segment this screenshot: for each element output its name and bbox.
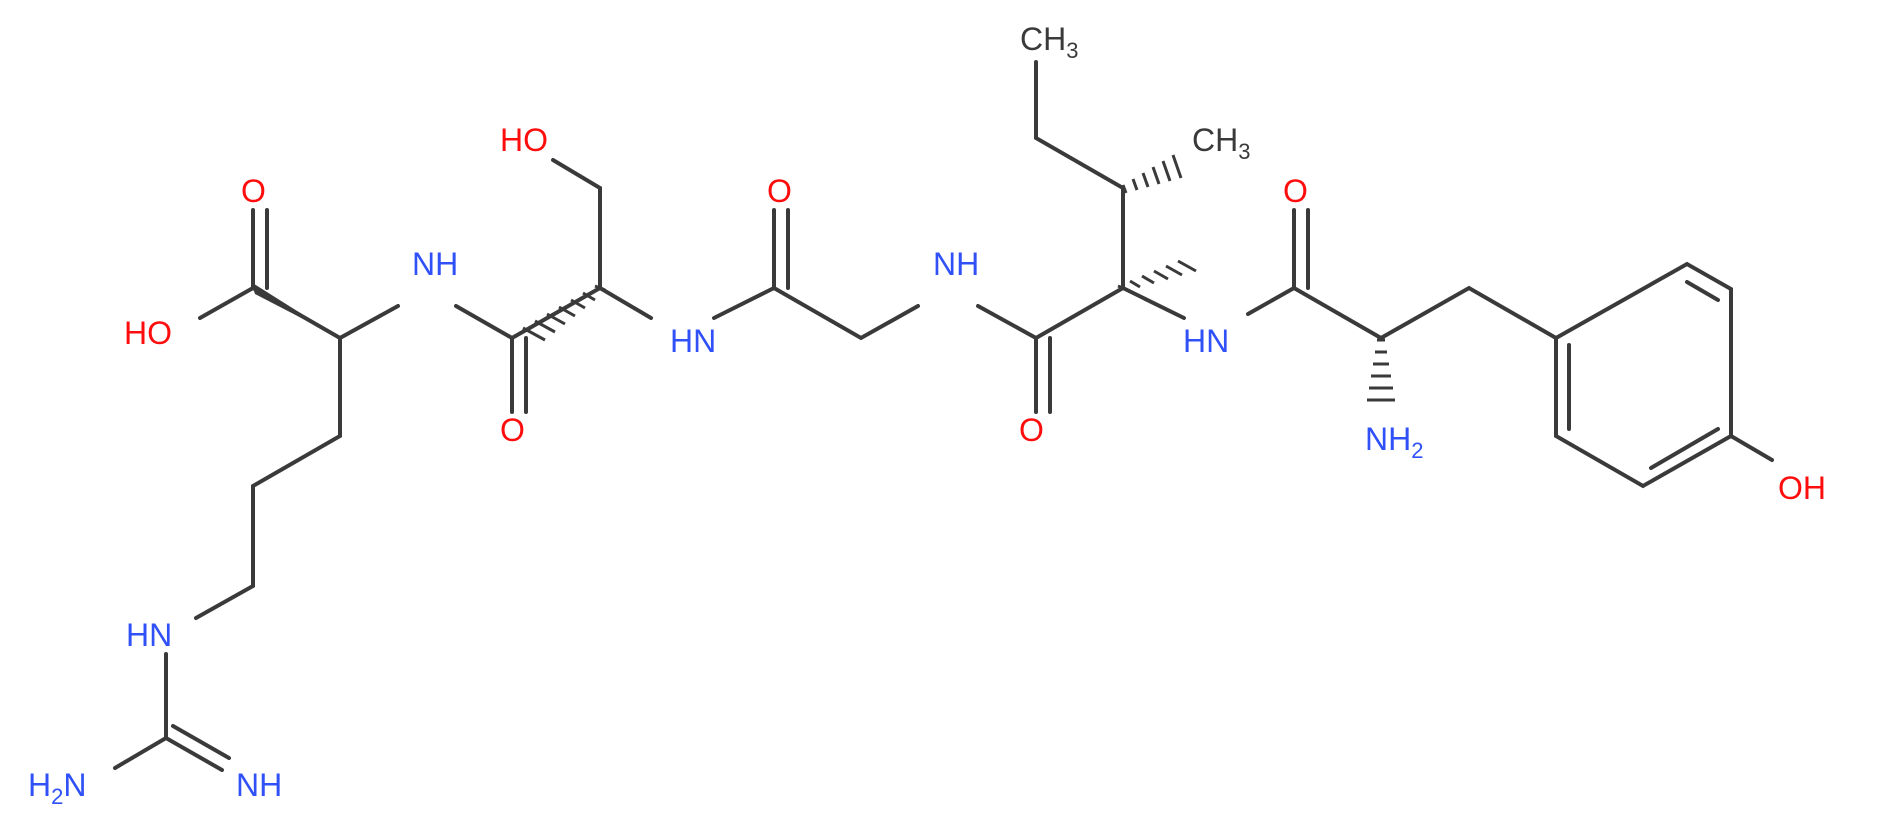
ser-co-double xyxy=(510,336,528,414)
ile-oxygen-label: O xyxy=(1019,412,1044,448)
ring-top-bonds xyxy=(1554,261,1733,340)
gly-nh-label: NH xyxy=(933,246,979,282)
acid-oxygen-label: O xyxy=(241,173,266,209)
ile-nh-bond xyxy=(1121,286,1186,320)
ring-bottom-bonds xyxy=(1554,336,1733,489)
guanidine-hn-label: HN xyxy=(126,617,172,653)
ile-nh-label: HN xyxy=(1183,323,1229,359)
acid-co-double xyxy=(251,208,269,290)
ser-hash-wedge xyxy=(522,284,606,342)
ile-co-double xyxy=(1034,336,1052,414)
tyr-amine-label: NH2 xyxy=(1365,421,1423,463)
tyr-carbonyl-bond xyxy=(1292,286,1383,340)
guan-nh2-bond xyxy=(113,736,168,770)
ile-alpha-hash-wedge xyxy=(1117,259,1197,292)
phenol-bond xyxy=(1729,434,1774,462)
ch3-top-label: CH3 xyxy=(1020,21,1078,63)
atom-labels: CH3 CH3 HO O NH O HN NH2 OH O O HO NH O … xyxy=(28,21,1826,809)
guan-imine-double xyxy=(164,724,231,772)
ile-beta-hash-wedge xyxy=(1121,154,1183,194)
arg-nh-label: NH xyxy=(412,246,458,282)
tyr-hash-wedge xyxy=(1367,338,1395,402)
arg-solid-wedge xyxy=(251,282,340,338)
ser-oxygen-label: O xyxy=(500,412,525,448)
arg-side-chain-bonds xyxy=(194,336,342,620)
bonds xyxy=(113,60,1774,772)
gly-co-double xyxy=(772,208,790,290)
gly-bonds xyxy=(772,286,920,341)
ring-inner-double-bonds xyxy=(1567,280,1720,470)
gly-amide-bond xyxy=(712,286,776,320)
acid-hydroxyl-label: HO xyxy=(124,315,172,351)
ser-side-chain-bonds xyxy=(551,158,602,290)
tyr-amide-bond xyxy=(1246,286,1296,316)
phenol-oh-label: OH xyxy=(1778,470,1826,506)
guanidine-imine-label: NH xyxy=(236,767,282,803)
tyr-side-chain-bond xyxy=(1379,285,1558,340)
hashed-wedges xyxy=(522,154,1395,402)
stereo-wedges xyxy=(251,282,340,338)
ser-hydroxyl-label: HO xyxy=(500,122,548,158)
guanidine-amine-label: H2N xyxy=(28,767,86,809)
ile-amide-bond xyxy=(976,304,1038,340)
arg-nh-bond xyxy=(338,304,400,340)
ch3-mid-label: CH3 xyxy=(1192,122,1250,164)
gly-oxygen-label: O xyxy=(767,173,792,209)
tyr-co-double xyxy=(1292,208,1310,290)
tyr-oxygen-label: O xyxy=(1283,173,1308,209)
ile-carbonyl-bond xyxy=(1034,286,1125,340)
ser-nh-label: HN xyxy=(670,323,716,359)
ser-amide-bond xyxy=(454,304,514,340)
acid-oh-bond xyxy=(198,286,255,320)
ser-nh-bond xyxy=(598,286,653,320)
ile-side-chain-bonds xyxy=(1034,60,1125,290)
